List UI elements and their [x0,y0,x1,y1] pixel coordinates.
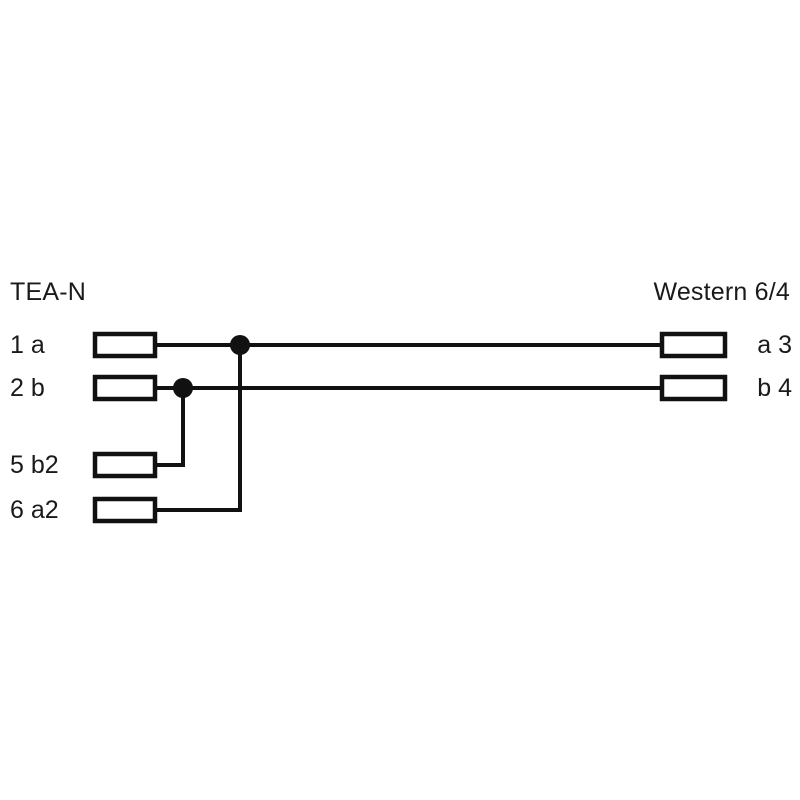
pin-label-a3: a 3 [757,331,792,359]
junction-dot-2 [173,378,193,398]
pin-label-b4: b 4 [757,374,792,402]
connector-box-b4[interactable] [659,374,728,402]
pin-label-6a2: 6 a2 [10,496,59,524]
connector-box-5b2[interactable] [92,451,158,479]
header-label-left: TEA-N [10,278,86,306]
wire-1a-branch-to-6a2 [155,345,242,512]
pin-label-1a: 1 a [10,331,45,359]
pin-label-2b: 2 b [10,374,45,402]
connector-box-6a2[interactable] [92,496,158,524]
wire-2b-branch-to-5b2 [155,388,185,467]
pin-label-5b2: 5 b2 [10,451,59,479]
header-label-right: Western 6/4 [653,278,790,306]
connector-box-2b[interactable] [92,374,158,402]
connector-box-1a[interactable] [92,331,158,359]
junction-dot-1 [230,335,250,355]
connector-box-a3[interactable] [659,331,728,359]
